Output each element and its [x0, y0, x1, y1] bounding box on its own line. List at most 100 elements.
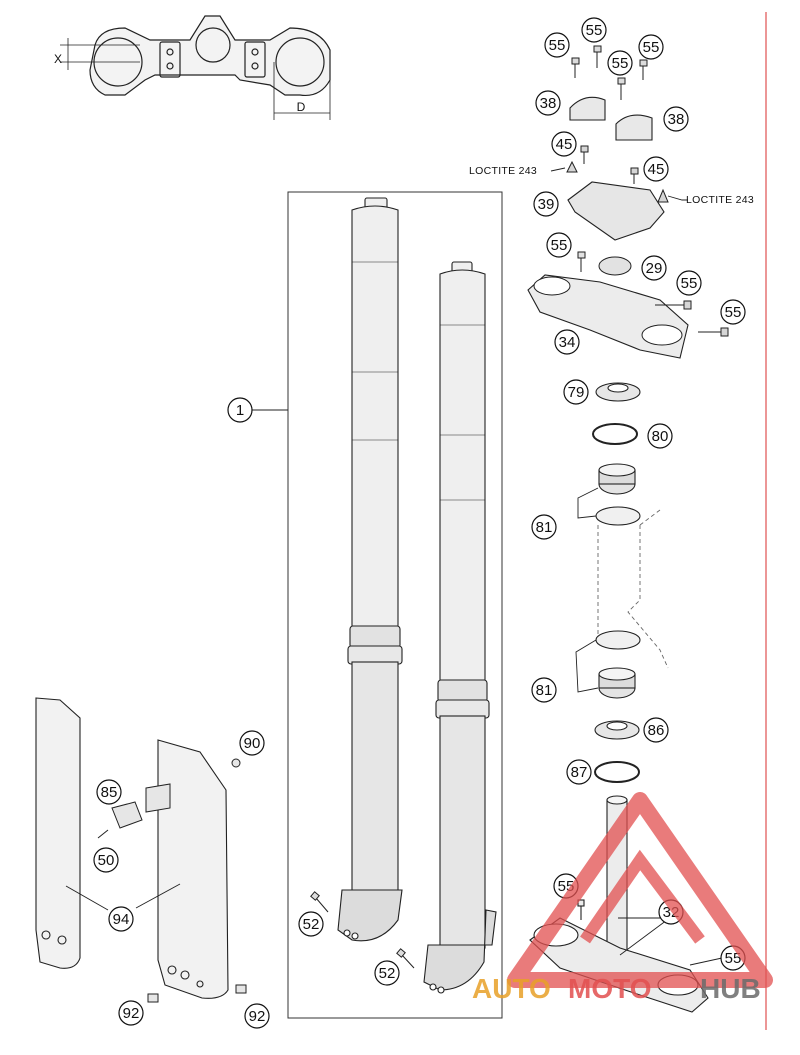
callout-45: 45	[643, 156, 669, 182]
callout-circle	[118, 1000, 144, 1026]
callout-circle	[663, 106, 689, 132]
triple-clamp-dimension-sketch	[60, 15, 331, 120]
lower-dust-seal	[594, 720, 640, 740]
callout-55: 55	[581, 17, 607, 43]
protector-clips	[97, 758, 247, 1003]
watermark-logo	[507, 792, 773, 988]
callout-number: 90	[244, 735, 261, 752]
callout-80: 80	[647, 423, 673, 449]
callout-92: 92	[118, 1000, 144, 1026]
callout-number: 1	[236, 402, 244, 419]
callout-circle	[720, 299, 746, 325]
callout-number: 52	[379, 965, 396, 982]
callout-number: 39	[538, 196, 555, 213]
clamp-bolts	[571, 45, 648, 100]
callout-number: 55	[612, 55, 629, 72]
dimension-d-label: D	[297, 100, 306, 114]
handlebar-clamps	[569, 96, 653, 141]
callout-52: 52	[298, 911, 324, 937]
loctite-note-left: LOCTITE 243	[469, 165, 537, 177]
callout-number: 45	[556, 136, 573, 153]
callout-circle	[533, 191, 559, 217]
callout-circle	[244, 1003, 270, 1029]
callout-circle	[108, 906, 134, 932]
callout-number: 92	[123, 1005, 140, 1022]
callout-circle	[551, 131, 577, 157]
callout-number: 55	[551, 237, 568, 254]
callout-number: 55	[549, 37, 566, 54]
callout-circle	[93, 847, 119, 873]
callout-number: 38	[668, 111, 685, 128]
callout-circle	[638, 34, 664, 60]
callout-55: 55	[676, 270, 702, 296]
callout-number: 94	[113, 911, 130, 928]
callout-number: 34	[559, 334, 576, 351]
callout-circle	[96, 779, 122, 805]
callout-number: 55	[681, 275, 698, 292]
frame-head-outline	[597, 509, 669, 669]
callout-circle	[643, 717, 669, 743]
callout-34: 34	[554, 329, 580, 355]
loctite-note-right: LOCTITE 243	[686, 194, 754, 206]
callout-81: 81	[531, 677, 557, 703]
callout-38: 38	[535, 90, 561, 116]
callout-circle	[227, 397, 253, 423]
callout-number: 50	[98, 852, 115, 869]
callout-number: 55	[725, 950, 742, 967]
callout-number: 52	[303, 916, 320, 933]
callout-circle	[676, 270, 702, 296]
callout-number: 45	[648, 161, 665, 178]
dimension-x-label: X	[54, 52, 62, 66]
callout-55: 55	[638, 34, 664, 60]
callout-number: 81	[536, 682, 553, 699]
callout-circle	[239, 730, 265, 756]
callout-86: 86	[643, 717, 669, 743]
callout-number: 55	[586, 22, 603, 39]
callout-number: 55	[725, 304, 742, 321]
clamp-bore-right	[641, 324, 683, 346]
clamp-bore-left	[533, 276, 571, 296]
watermark-text-auto: AUTO	[472, 973, 551, 1004]
callout-circle	[544, 32, 570, 58]
callout-87: 87	[566, 759, 592, 785]
callout-brackets	[575, 487, 599, 693]
callout-number: 29	[646, 260, 663, 277]
callout-number: 80	[652, 428, 669, 445]
loctite-screws	[566, 145, 669, 203]
fork-assembly-frame	[287, 191, 503, 1019]
callout-1: 1	[227, 397, 253, 423]
callout-79: 79	[563, 379, 589, 405]
clamp-side-bolts	[655, 300, 729, 337]
callout-38: 38	[663, 106, 689, 132]
steering-bearings	[595, 463, 641, 699]
callout-circle	[581, 17, 607, 43]
callout-52: 52	[374, 960, 400, 986]
dust-seal	[595, 382, 641, 402]
handlebar-mount	[567, 181, 665, 241]
callout-number: 81	[536, 519, 553, 536]
callout-circle	[554, 329, 580, 355]
callout-circle	[374, 960, 400, 986]
callout-circle	[566, 759, 592, 785]
callout-85: 85	[96, 779, 122, 805]
callout-number: 85	[101, 784, 118, 801]
callout-number: 55	[643, 39, 660, 56]
callout-50: 50	[93, 847, 119, 873]
callout-number: 38	[540, 95, 557, 112]
callout-90: 90	[239, 730, 265, 756]
axle-clamp-bolts	[310, 891, 415, 969]
stem-nut	[577, 251, 632, 276]
callout-29: 29	[641, 255, 667, 281]
callout-number: 87	[571, 764, 588, 781]
o-ring-lower	[594, 761, 640, 783]
watermark-text-moto: MOTO	[568, 973, 651, 1004]
callout-circle	[647, 423, 673, 449]
callout-55: 55	[720, 299, 746, 325]
o-ring-upper	[592, 423, 638, 445]
callout-55: 55	[607, 50, 633, 76]
callout-92: 92	[244, 1003, 270, 1029]
callout-55: 55	[546, 232, 572, 258]
callout-94: 94	[108, 906, 134, 932]
